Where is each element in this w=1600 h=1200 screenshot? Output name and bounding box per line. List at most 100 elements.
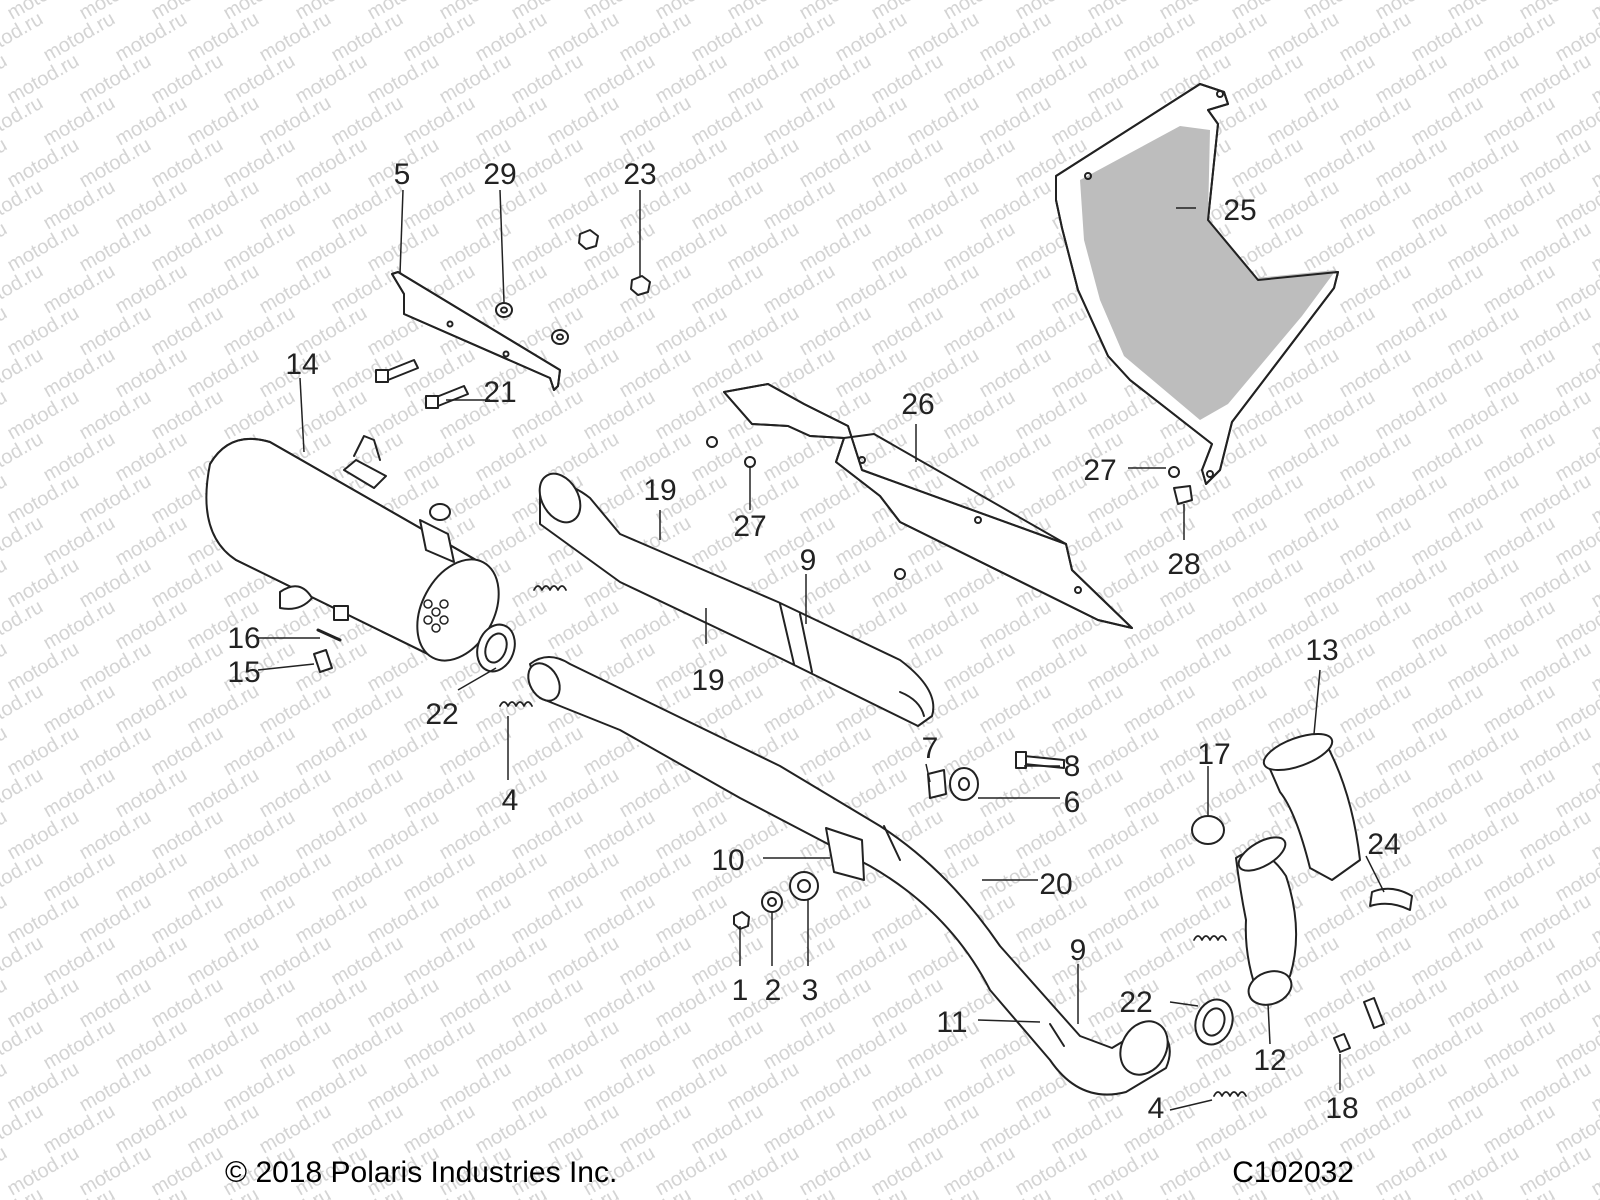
watermark-text: motod.ru [832,1100,911,1159]
watermark-text: motod.ru [508,974,587,1033]
watermark-text: motod.ru [940,1058,1019,1117]
watermark-text: motod.ru [688,260,767,319]
watermark-text: motod.ru [1480,260,1559,319]
watermark-text: motod.ru [976,1100,1055,1159]
watermark-text: motod.ru [472,428,551,487]
callout-6: 6 [1064,786,1081,819]
watermark-text: motod.ru [292,806,371,865]
watermark-text: motod.ru [1480,932,1559,991]
callout-11: 11 [936,1006,967,1039]
watermark-text: motod.ru [1516,302,1595,361]
watermark-text: motod.ru [1300,554,1379,613]
watermark-text: motod.ru [1372,722,1451,781]
watermark-text: motod.ru [652,50,731,109]
watermark-text: motod.ru [688,92,767,151]
watermark-text: motod.ru [1192,1100,1271,1159]
watermark-text: motod.ru [652,218,731,277]
watermark-text: motod.ru [256,8,335,67]
watermark-text: motod.ru [1120,848,1199,907]
watermark-text: motod.ru [1408,1100,1487,1159]
watermark-text: motod.ru [400,1100,479,1159]
watermark-text: motod.ru [4,974,83,1033]
watermark-text: motod.ru [760,8,839,67]
watermark-text: motod.ru [292,134,371,193]
watermark-text: motod.ru [1264,8,1343,67]
watermark-text: motod.ru [1336,512,1415,571]
watermark-text: motod.ru [76,890,155,949]
callout-25: 25 [1223,194,1256,227]
watermark-text: motod.ru [616,848,695,907]
clamp [1369,887,1413,911]
watermark-text: motod.ru [940,302,1019,361]
watermark-text: motod.ru [220,974,299,1033]
watermark-text: motod.ru [1228,554,1307,613]
watermark-text: motod.ru [76,722,155,781]
watermark-text: motod.ru [1444,218,1523,277]
watermark-text: motod.ru [1372,638,1451,697]
watermark-text: motod.ru [1300,50,1379,109]
watermark-text: motod.ru [652,134,731,193]
watermark-text: motod.ru [868,302,947,361]
watermark-text: motod.ru [1372,50,1451,109]
watermark-text: motod.ru [0,344,47,403]
callout-29: 29 [483,158,516,191]
watermark-text: motod.ru [472,8,551,67]
watermark-text: motod.ru [1300,218,1379,277]
watermark-text: motod.ru [256,1016,335,1075]
watermark-text: motod.ru [1516,218,1595,277]
watermark-text: motod.ru [1264,92,1343,151]
watermark-text: motod.ru [220,806,299,865]
watermark-text: motod.ru [1516,1142,1595,1200]
pin-and-bushing [313,628,342,673]
watermark-text: motod.ru [688,1100,767,1159]
watermark-text: motod.ru [328,8,407,67]
watermark-text: motod.ru [1336,176,1415,235]
watermark-text: motod.ru [796,134,875,193]
watermark-text: motod.ru [76,638,155,697]
watermark-text: motod.ru [40,260,119,319]
watermark-text: motod.ru [112,428,191,487]
watermark-text: motod.ru [1480,764,1559,823]
watermark-text: motod.ru [0,176,47,235]
watermark-text: motod.ru [580,302,659,361]
watermark-text: motod.ru [832,176,911,235]
watermark-text: motod.ru [292,50,371,109]
watermark-text: motod.ru [400,848,479,907]
watermark-text: motod.ru [40,764,119,823]
heat-shield-mid [723,383,1133,629]
watermark-text: motod.ru [580,806,659,865]
watermark-text: motod.ru [616,260,695,319]
watermark-text: motod.ru [1588,134,1600,193]
watermark-text: motod.ru [1120,428,1199,487]
watermark-text: motod.ru [868,1058,947,1117]
watermark-text: motod.ru [148,386,227,445]
watermark-text: motod.ru [976,92,1055,151]
watermark-text: motod.ru [472,848,551,907]
watermark-text: motod.ru [0,932,47,991]
watermark-text: motod.ru [1444,806,1523,865]
watermark-text: motod.ru [1012,638,1091,697]
watermark-text: motod.ru [112,344,191,403]
watermark-text: motod.ru [364,890,443,949]
muffler [205,435,500,662]
watermark-text: motod.ru [1516,554,1595,613]
watermark-text: motod.ru [904,176,983,235]
watermark-text: motod.ru [292,890,371,949]
washers-and-nuts [495,229,651,345]
watermark-text: motod.ru [760,92,839,151]
watermark-text: motod.ru [1120,8,1199,67]
watermark-text: motod.ru [832,92,911,151]
watermark-text: motod.ru [1372,470,1451,529]
watermark-text: motod.ru [1516,638,1595,697]
o-ring [1191,815,1225,845]
watermark-text: motod.ru [400,1016,479,1075]
watermark-text: motod.ru [868,554,947,613]
watermark-text: motod.ru [1480,596,1559,655]
watermark-text: motod.ru [1336,344,1415,403]
watermark-text: motod.ru [112,596,191,655]
watermark-text: motod.ru [904,260,983,319]
watermark-text: motod.ru [256,92,335,151]
watermark-text: motod.ru [796,218,875,277]
watermark-text: motod.ru [76,1058,155,1117]
